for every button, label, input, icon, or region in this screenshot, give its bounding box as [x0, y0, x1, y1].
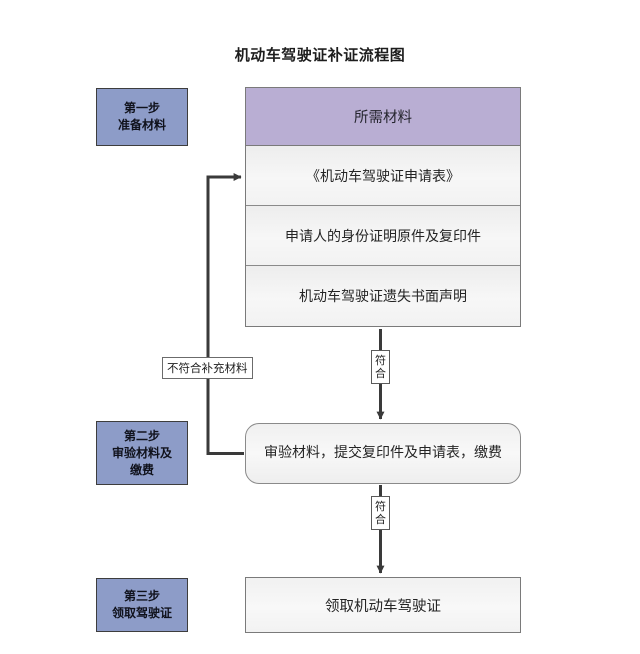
stage-box-step-2: 第二步 审验材料及 缴费: [96, 421, 188, 485]
material-row: 机动车驾驶证遗失书面声明: [246, 266, 520, 326]
stage-box-step-1: 第一步 准备材料: [96, 88, 188, 146]
edge-reject-feedback-loop: [206, 173, 244, 455]
edge-label-qualified-2: 符 合: [371, 496, 390, 530]
edge-label-qualified-1: 符 合: [371, 350, 390, 384]
required-materials-table: 所需材料 《机动车驾驶证申请表》 申请人的身份证明原件及复印件 机动车驾驶证遗失…: [245, 87, 521, 327]
stage-2-line-2: 审验材料及: [111, 445, 172, 460]
stage-3-line-1: 第三步: [123, 589, 160, 603]
process-box-label: 审验材料，提交复印件及申请表，缴费: [264, 445, 502, 461]
final-box-collect-license: 领取机动车驾驶证: [245, 577, 521, 633]
edge-label-qualified-1-char-1: 符: [375, 354, 386, 367]
process-box-review-and-pay: 审验材料，提交复印件及申请表，缴费: [245, 423, 521, 484]
material-row: 《机动车驾驶证申请表》: [246, 146, 520, 206]
edge-label-not-qualified: 不符合补充材料: [162, 357, 253, 379]
stage-2-line-1: 第二步: [123, 428, 160, 443]
material-row: 申请人的身份证明原件及复印件: [246, 206, 520, 266]
edge-label-qualified-2-char-1: 符: [375, 500, 386, 513]
page-title: 机动车驾驶证补证流程图: [234, 46, 406, 64]
edge-label-qualified-1-char-2: 合: [375, 367, 386, 380]
stage-2-line-3: 缴费: [129, 462, 154, 477]
stage-1-line-2: 准备材料: [117, 118, 166, 132]
stage-box-step-3: 第三步 领取驾驶证: [96, 578, 188, 632]
required-materials-header: 所需材料: [246, 88, 520, 146]
final-box-label: 领取机动车驾驶证: [325, 598, 441, 615]
stage-3-line-2: 领取驾驶证: [111, 606, 172, 620]
stage-1-line-1: 第一步: [123, 101, 160, 115]
edge-label-qualified-2-char-2: 合: [375, 513, 386, 526]
